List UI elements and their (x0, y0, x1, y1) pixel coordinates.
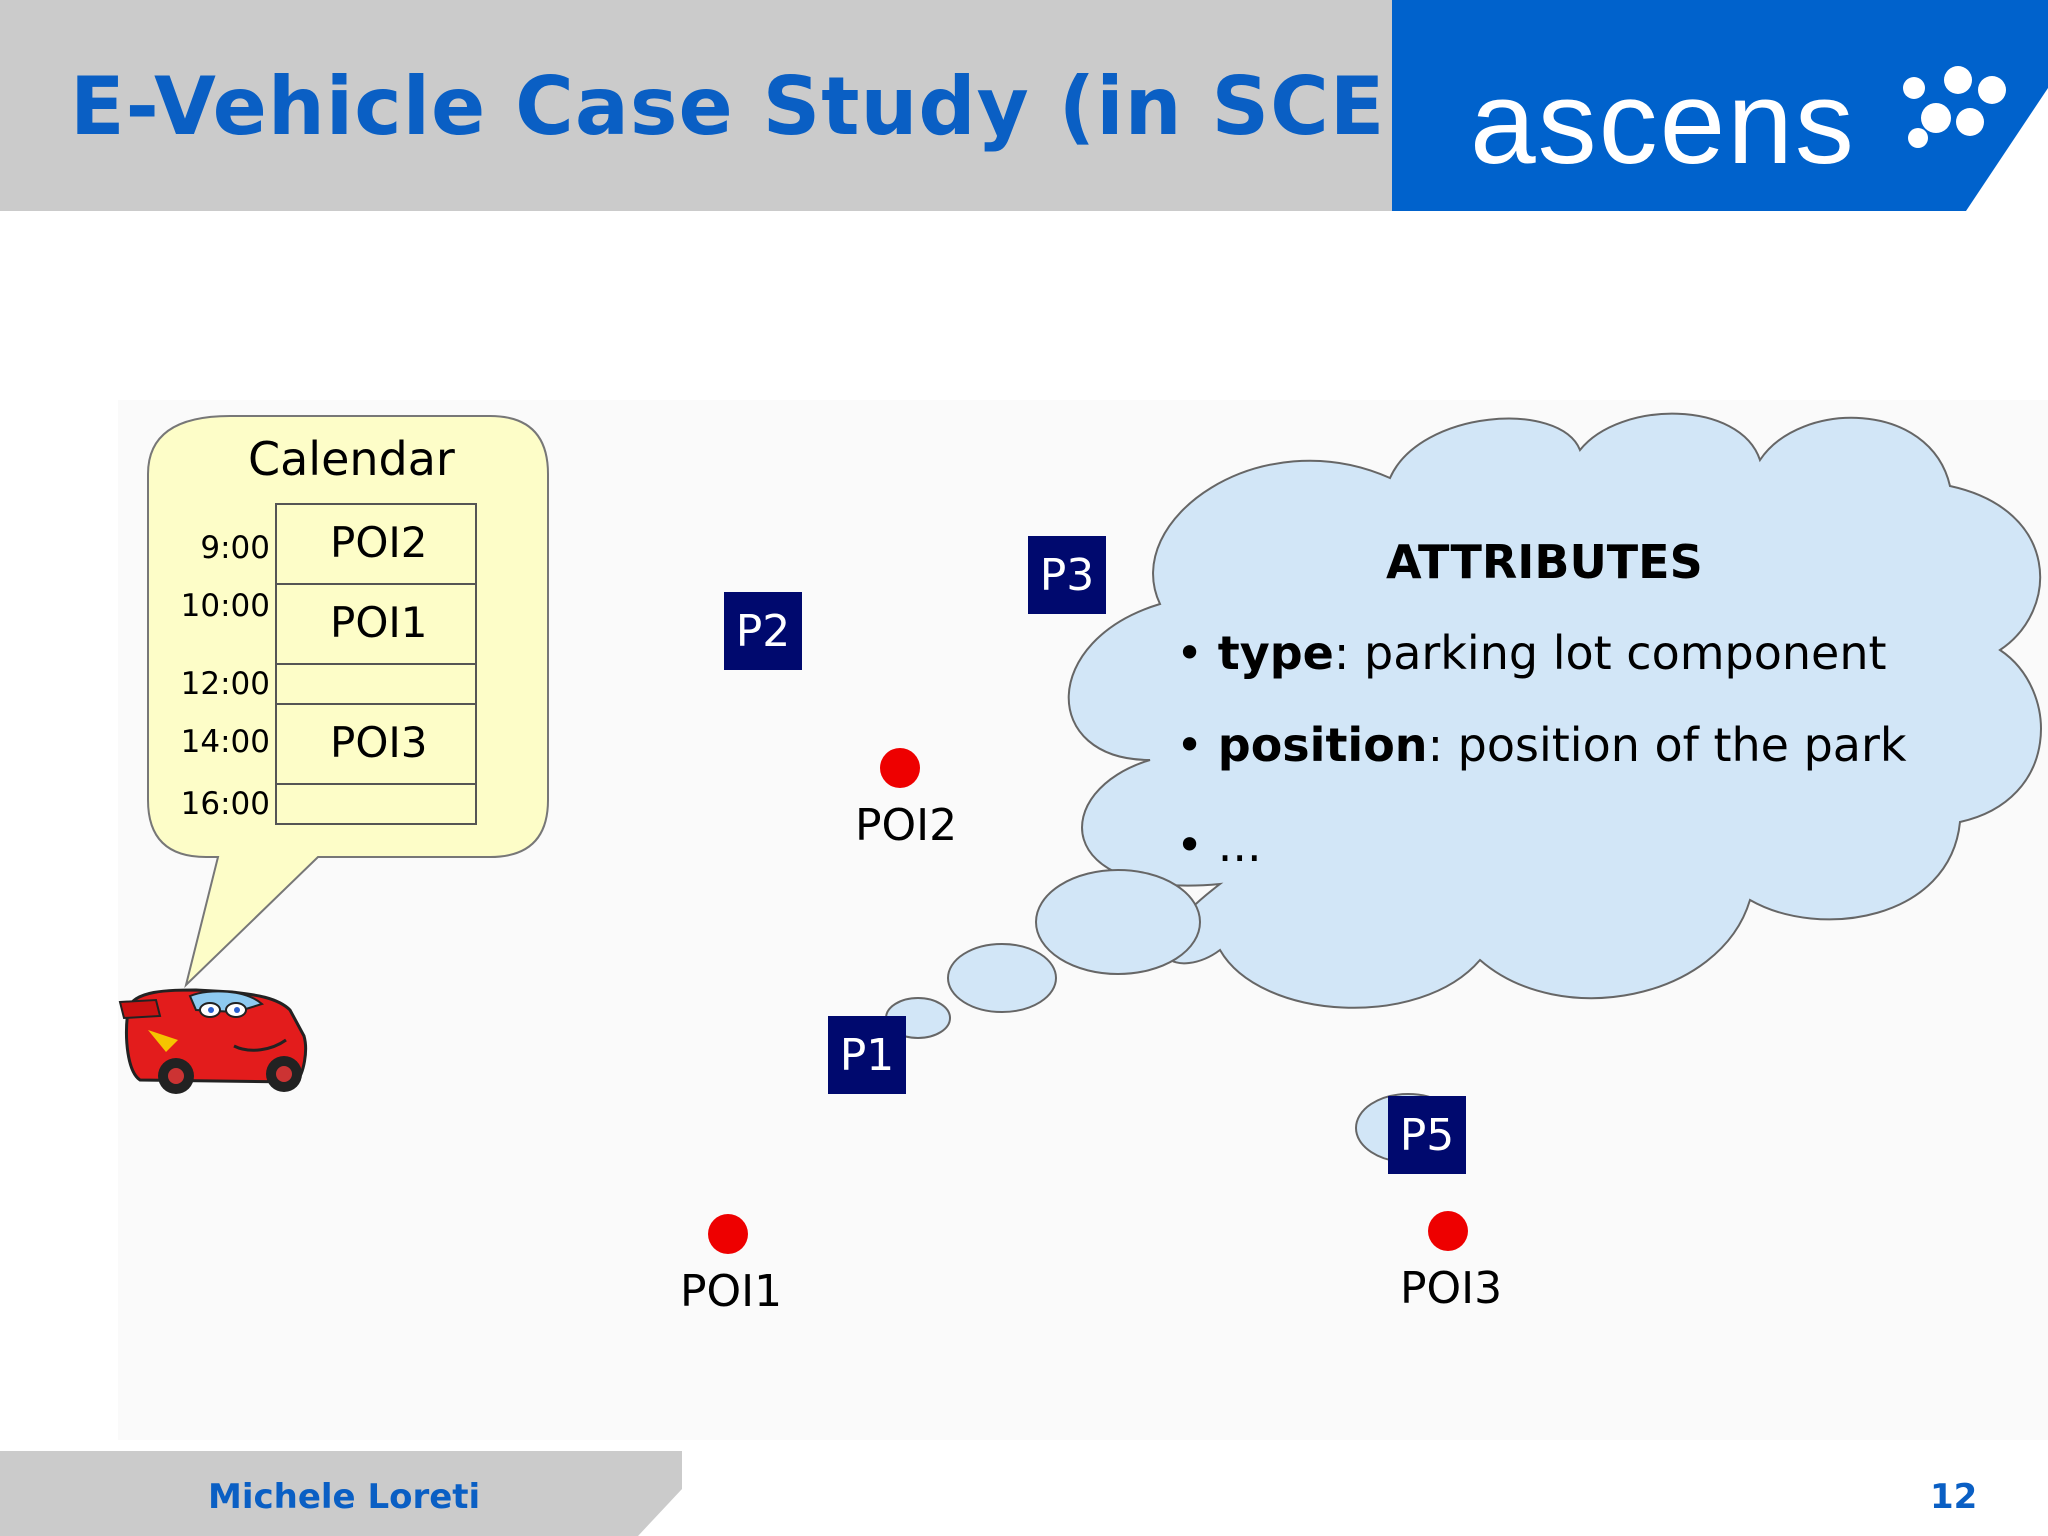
attribute-value: : parking lot component (1333, 626, 1887, 680)
calendar-bubble (147, 415, 549, 989)
poi-marker-icon (1428, 1211, 1468, 1251)
parking-lot-p1[interactable]: P1 (828, 1016, 906, 1094)
poi-label: POI2 (855, 800, 958, 851)
attribute-value: : position of the park (1427, 718, 1907, 772)
calendar-grid (275, 503, 477, 825)
footer-band (0, 1451, 682, 1536)
parking-lot-p3[interactable]: P3 (1028, 536, 1106, 614)
attribute-item: • ... (1176, 818, 1262, 872)
logo-band (1392, 0, 2048, 211)
calendar-time: 14:00 (180, 724, 270, 760)
poi-marker-icon (880, 748, 920, 788)
slide-title: E-Vehicle Case Study (in SCEL)... (70, 60, 1570, 153)
attribute-name: type (1217, 626, 1334, 680)
calendar-slot: POI3 (330, 718, 428, 767)
calendar-time: 10:00 (180, 588, 270, 624)
parking-lot-p5[interactable]: P5 (1388, 1096, 1466, 1174)
page-number: 12 (1930, 1477, 1978, 1517)
logo-text: ascens (1470, 57, 1856, 189)
attribute-item: • type: parking lot component (1176, 626, 1887, 680)
poi-marker-icon (708, 1214, 748, 1254)
footer-author: Michele Loreti (208, 1477, 481, 1517)
calendar-time: 16:00 (180, 786, 270, 822)
calendar-slot: POI2 (330, 518, 428, 567)
poi-label: POI3 (1400, 1263, 1503, 1314)
attributes-title: ATTRIBUTES (1386, 535, 1703, 589)
parking-lot-p2[interactable]: P2 (724, 592, 802, 670)
car-icon (118, 988, 308, 1094)
attributes-cloud (885, 412, 2042, 1163)
attribute-name: position (1217, 718, 1428, 772)
header-band (0, 0, 1392, 211)
poi-label: POI1 (680, 1266, 783, 1317)
calendar-slot: POI1 (330, 598, 428, 647)
calendar-title: Calendar (248, 432, 455, 486)
calendar-time: 9:00 (200, 530, 270, 566)
attribute-value: ... (1217, 818, 1262, 872)
calendar-time: 12:00 (180, 666, 270, 702)
attribute-item: • position: position of the park (1176, 718, 1907, 772)
